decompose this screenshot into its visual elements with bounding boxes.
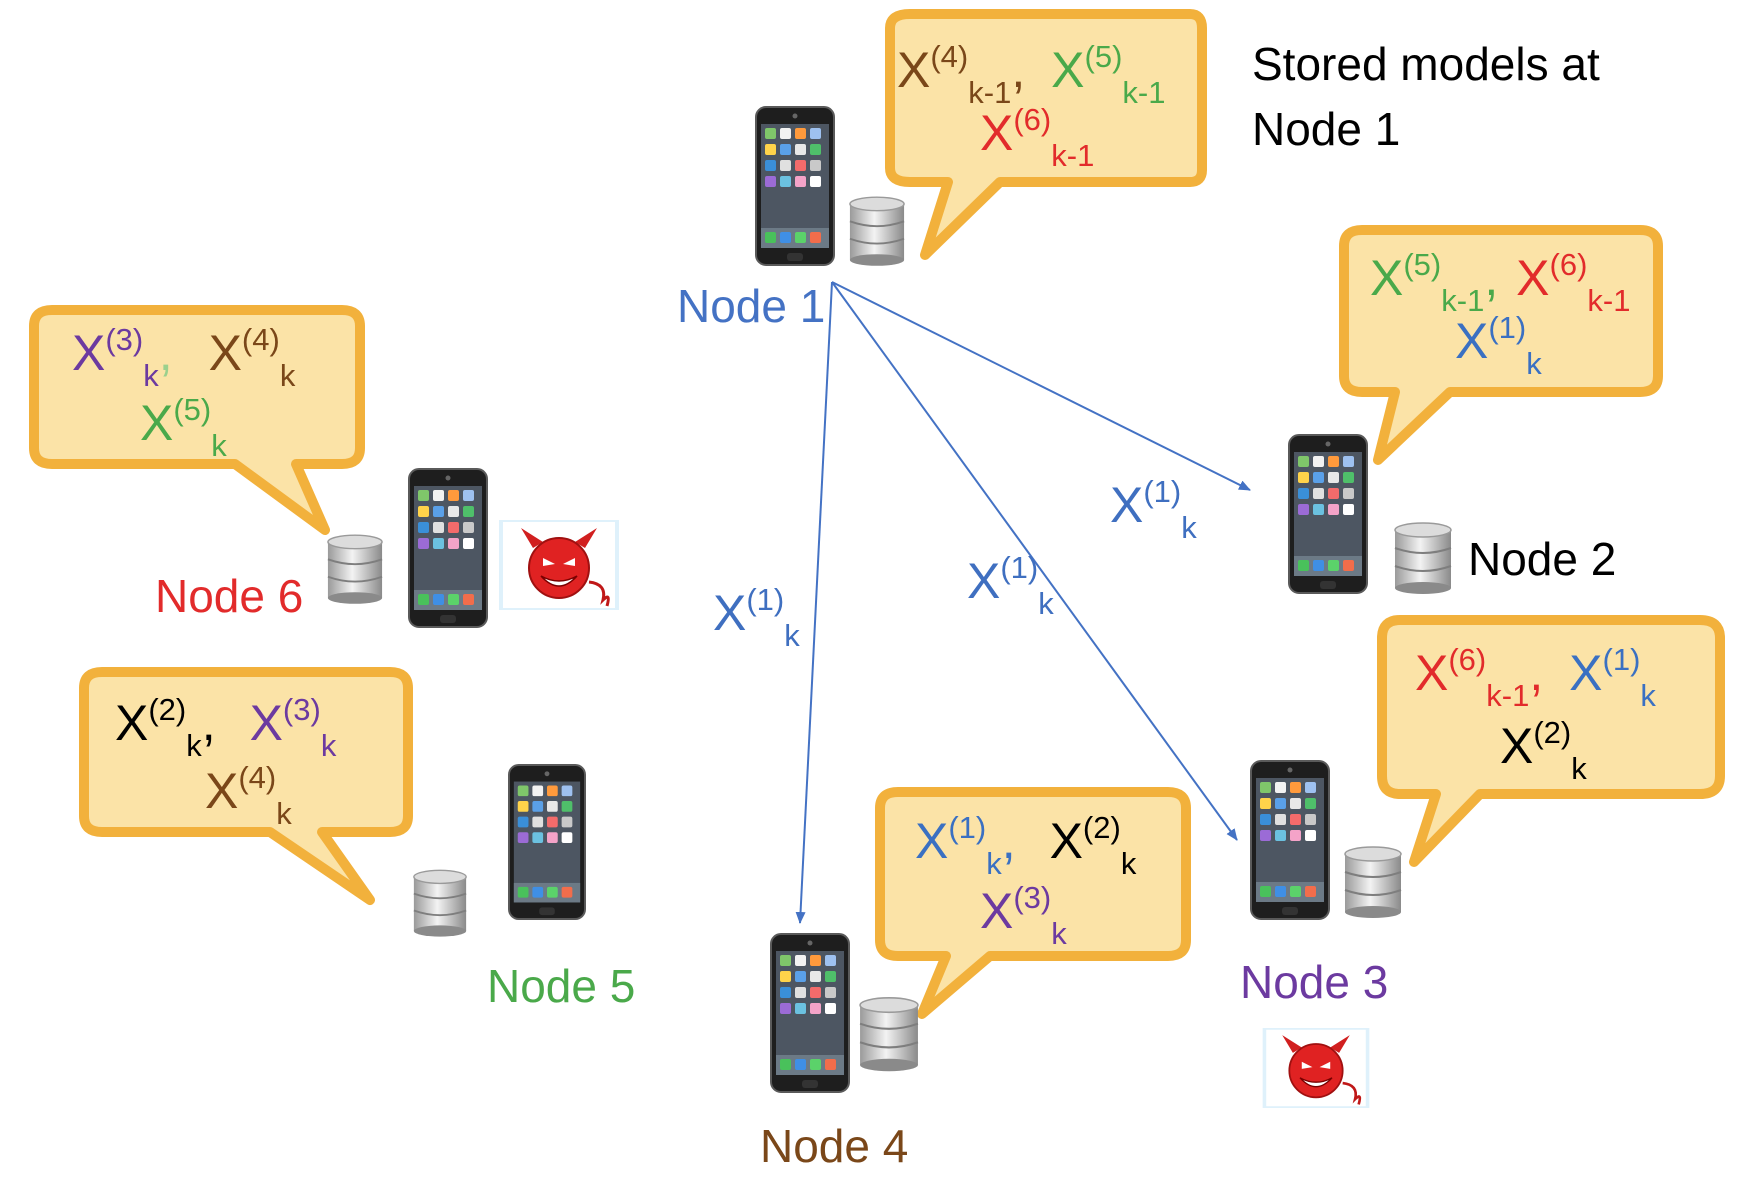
edge-node1-node3 [831, 281, 1238, 841]
smartphone-icon [1250, 760, 1330, 920]
node-3-label: Node 3 [1240, 956, 1388, 1008]
database-icon [326, 534, 384, 605]
smartphone-icon [770, 933, 850, 1093]
edge-node1-node4 [795, 281, 833, 924]
node-4: Node 4 [760, 933, 919, 1172]
bubble3-line1: X(6)k-1, X(1)k [1415, 642, 1656, 713]
node-1-label: Node 1 [677, 280, 825, 332]
node-2: Node 2 [1288, 434, 1616, 594]
stored-models-note-line1: Stored models at [1252, 38, 1600, 90]
bubble6-line1: X(3)k, X(4)k [72, 322, 296, 393]
devil-icon [1261, 1028, 1371, 1108]
smartphone-icon [408, 468, 488, 628]
edge-label-node4: X(1)k [713, 582, 800, 653]
node-1: Node 1 [677, 106, 906, 332]
bubble1-line2: X(6)k-1 [980, 102, 1094, 173]
stored-models-note-line2: Node 1 [1252, 103, 1400, 155]
bubble1-line1: X(4)k-1, X(5)k-1 [897, 39, 1165, 110]
database-icon [1344, 846, 1402, 918]
edge-label-node3: X(1)k [967, 550, 1054, 621]
database-icon [1394, 522, 1452, 594]
edge-label-node2: X(1)k [1110, 474, 1197, 545]
speech-bubble-node3 [1377, 615, 1725, 867]
bubble5-line1: X(2)k, X(3)k [115, 692, 337, 763]
bubble4-line1: X(1)k, X(2)k [915, 810, 1137, 881]
speech-bubble-node4 [875, 787, 1191, 1019]
smartphone-icon [1288, 434, 1368, 594]
node-6: Node 6 [155, 468, 621, 628]
speech-bubble-node5 [79, 667, 413, 905]
bubble3-line2: X(2)k [1500, 715, 1587, 786]
edges [795, 281, 1251, 924]
bubble2-line1: X(5)k-1, X(6)k-1 [1370, 247, 1630, 318]
database-icon [412, 869, 468, 938]
edge-node1-node2 [831, 281, 1251, 491]
node-3: Node 3 [1240, 760, 1402, 1108]
node-6-label: Node 6 [155, 570, 303, 622]
bubble4-line2: X(3)k [980, 880, 1067, 951]
speech-bubble-node6 [29, 305, 365, 535]
speech-bubble-node2 [1339, 225, 1663, 465]
node-4-label: Node 4 [760, 1120, 908, 1172]
smartphone-icon [508, 764, 586, 920]
database-icon [859, 996, 919, 1072]
devil-icon [497, 520, 621, 610]
bubble5-line2: X(4)k [205, 760, 292, 831]
smartphone-icon [755, 106, 835, 266]
database-icon [848, 196, 906, 266]
bubble6-line2: X(5)k [140, 392, 227, 463]
node-5: Node 5 [412, 764, 635, 1012]
node-2-label: Node 2 [1468, 533, 1616, 585]
speech-bubble-node1 [885, 9, 1207, 260]
node-5-label: Node 5 [487, 960, 635, 1012]
bubble2-line2: X(1)k [1455, 310, 1542, 381]
